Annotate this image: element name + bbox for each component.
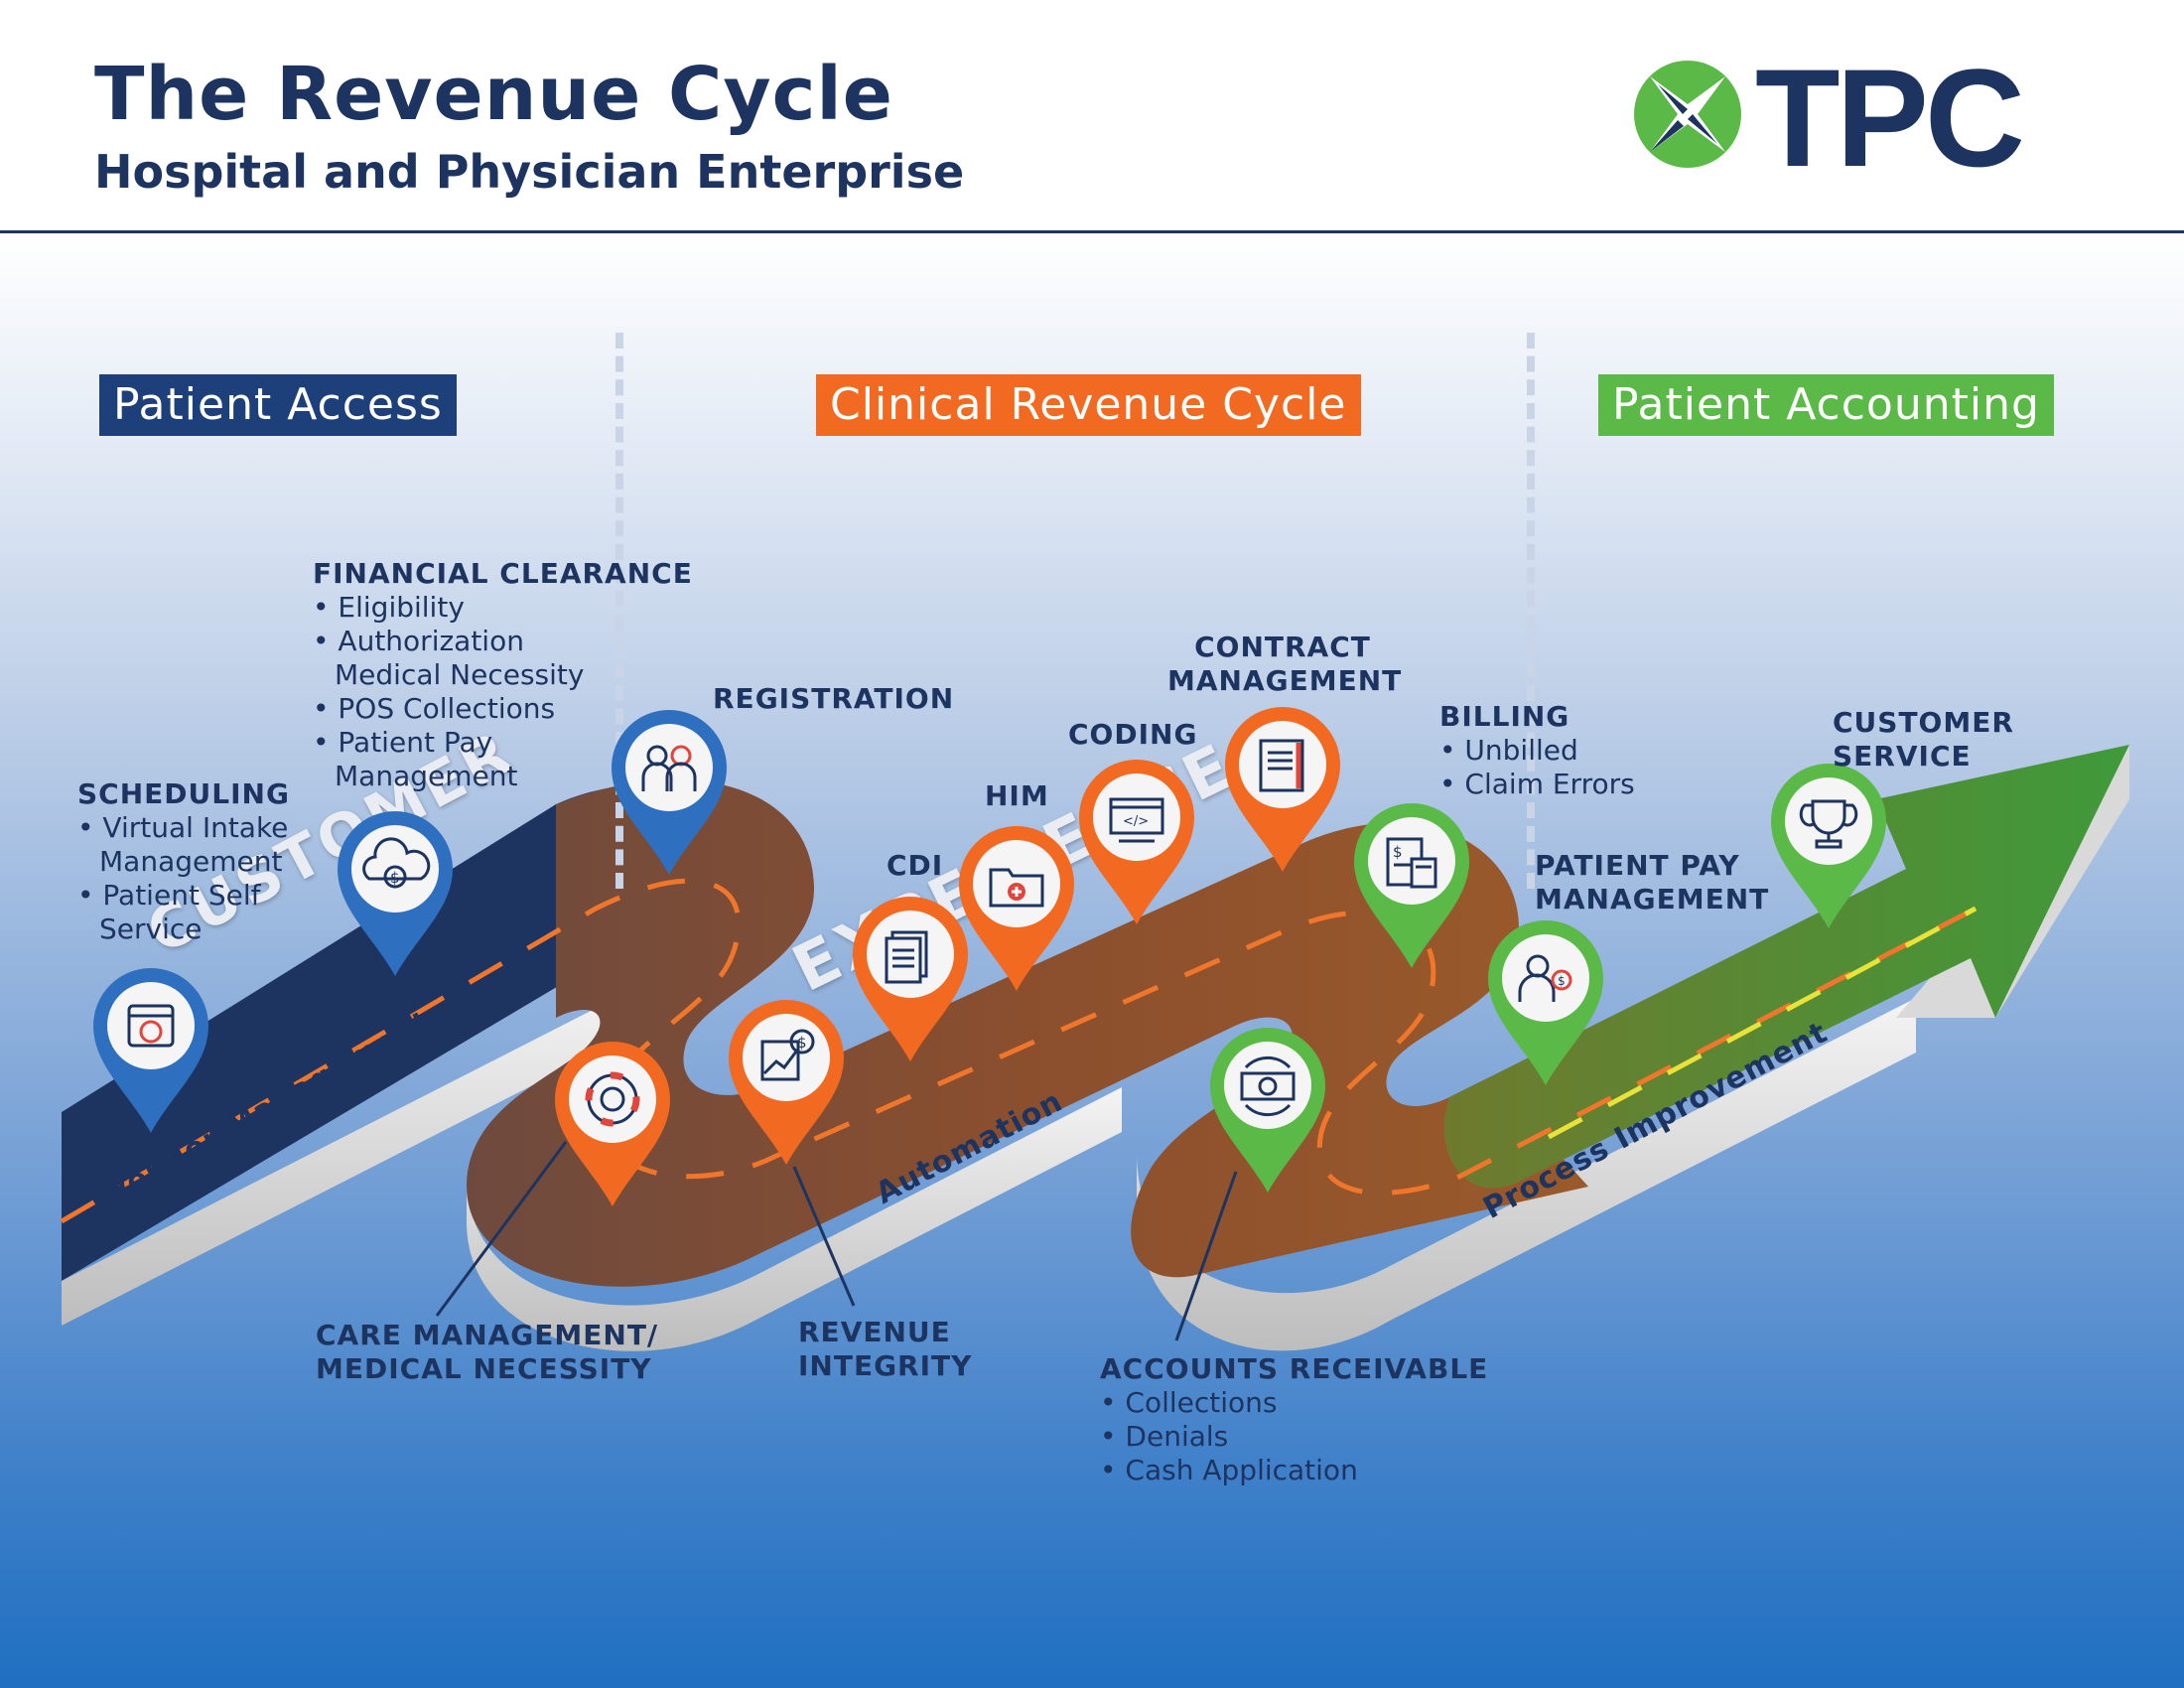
label-care-management: CARE MANAGEMENT/ MEDICAL NECESSITY xyxy=(316,1319,673,1386)
road-segment-accounting xyxy=(1443,745,2129,1189)
contract-icon xyxy=(1259,739,1304,792)
label-revenue-integrity: REVENUE INTEGRITY xyxy=(798,1316,987,1383)
contract-management-pin xyxy=(1221,705,1344,874)
page-subtitle: Hospital and Physician Enterprise xyxy=(94,145,965,199)
invoice-calculator-icon: $ xyxy=(1386,837,1437,889)
people-icon xyxy=(641,745,697,791)
label-item: Virtual Intake Management xyxy=(77,811,338,879)
label-coding: CODING xyxy=(1068,718,1197,752)
label-customer-service: CUSTOMER SERVICE xyxy=(1833,706,2041,774)
label-scheduling: SCHEDULING Virtual Intake Management Pat… xyxy=(77,777,338,946)
tpc-logo: TPC xyxy=(1628,49,2085,188)
svg-text:$: $ xyxy=(1393,843,1403,861)
label-registration: REGISTRATION xyxy=(713,682,954,716)
label-item: Patient Pay Management xyxy=(313,726,563,793)
care-management-pin xyxy=(551,1040,674,1208)
label-title: ACCOUNTS RECEIVABLE xyxy=(1100,1352,1489,1385)
road-graphic xyxy=(60,745,2129,1351)
him-pin xyxy=(955,824,1078,993)
svg-text:$: $ xyxy=(1558,974,1566,988)
phase-patient-access: Patient Access xyxy=(99,374,457,436)
label-title: CODING xyxy=(1068,718,1198,751)
phase-patient-accounting: Patient Accounting xyxy=(1598,374,2054,436)
label-him: HIM xyxy=(985,779,1049,813)
label-item: Collections xyxy=(1100,1386,1488,1420)
label-patient-pay-management: PATIENT PAY MANAGEMENT xyxy=(1535,849,1770,916)
code-window-icon: </> xyxy=(1109,797,1164,843)
calendar-icon xyxy=(127,1004,175,1048)
label-title: HIM xyxy=(985,779,1049,812)
label-item: Authorization Medical Necessity xyxy=(313,625,622,692)
section-divider-2 xyxy=(1527,333,1535,889)
label-title: REVENUE INTEGRITY xyxy=(798,1316,973,1382)
tpc-logo-text: TPC xyxy=(1755,40,2025,196)
label-title: CARE MANAGEMENT/ MEDICAL NECESSITY xyxy=(316,1319,659,1385)
label-title: CDI xyxy=(887,849,944,882)
patient-pay-pin: $ xyxy=(1484,918,1607,1087)
revenue-integrity-pin: $ xyxy=(725,998,848,1167)
label-title: BILLING xyxy=(1439,700,1570,733)
label-item: Denials xyxy=(1100,1420,1488,1454)
billing-pin: $ xyxy=(1350,801,1473,970)
registration-pin xyxy=(608,708,731,877)
page-title: The Revenue Cycle xyxy=(94,52,893,137)
cloud-dollar-icon: $ xyxy=(362,837,431,889)
label-item: POS Collections xyxy=(313,692,693,726)
label-item: Patient Self Service xyxy=(77,879,328,946)
label-title: CUSTOMER SERVICE xyxy=(1833,706,2014,773)
header: The Revenue Cycle Hospital and Physician… xyxy=(0,0,2184,233)
medical-folder-icon xyxy=(989,868,1044,908)
svg-text:$: $ xyxy=(390,869,400,887)
scheduling-pin xyxy=(89,966,212,1135)
coding-pin: </> xyxy=(1075,758,1198,926)
label-item: Cash Application xyxy=(1100,1454,1488,1487)
financial-clearance-pin: $ xyxy=(334,809,457,978)
label-billing: BILLING Unbilled Claim Errors xyxy=(1439,700,1635,801)
life-ring-icon xyxy=(585,1071,640,1127)
label-title: REGISTRATION xyxy=(713,682,955,715)
label-item: Eligibility xyxy=(313,591,693,625)
customer-service-pin xyxy=(1767,762,1890,930)
tpc-logo-mark xyxy=(1634,61,1741,168)
label-title: FINANCIAL CLEARANCE xyxy=(313,557,693,590)
road-wall xyxy=(62,983,645,1326)
person-dollar-icon: $ xyxy=(1518,954,1572,1002)
label-accounts-receivable: ACCOUNTS RECEIVABLE Collections Denials … xyxy=(1100,1352,1488,1487)
label-title: CONTRACT MANAGEMENT xyxy=(1167,631,1403,697)
label-title: SCHEDULING xyxy=(77,777,290,810)
phase-clinical-revenue-cycle: Clinical Revenue Cycle xyxy=(816,374,1361,436)
road-segment-clinical xyxy=(467,779,1588,1287)
cdi-pin xyxy=(849,895,972,1063)
label-title: PATIENT PAY MANAGEMENT xyxy=(1535,849,1770,915)
label-cdi: CDI xyxy=(887,849,943,883)
revenue-cycle-diagram: Patient Access Clinical Revenue Cycle Pa… xyxy=(0,233,2184,1688)
chart-dollar-icon: $ xyxy=(760,1029,815,1081)
label-item: Unbilled xyxy=(1439,734,1635,768)
road-center-line xyxy=(60,878,1978,1224)
svg-text:$: $ xyxy=(797,1034,807,1052)
document-icon xyxy=(885,930,928,984)
label-financial-clearance: FINANCIAL CLEARANCE Eligibility Authoriz… xyxy=(313,557,693,793)
label-item: Claim Errors xyxy=(1439,768,1634,801)
label-contract-management: CONTRACT MANAGEMENT xyxy=(1167,631,1403,698)
svg-text:</>: </> xyxy=(1123,814,1149,829)
cash-cycle-icon xyxy=(1240,1055,1296,1117)
trophy-icon xyxy=(1799,799,1858,849)
accounts-receivable-pin xyxy=(1206,1026,1329,1195)
